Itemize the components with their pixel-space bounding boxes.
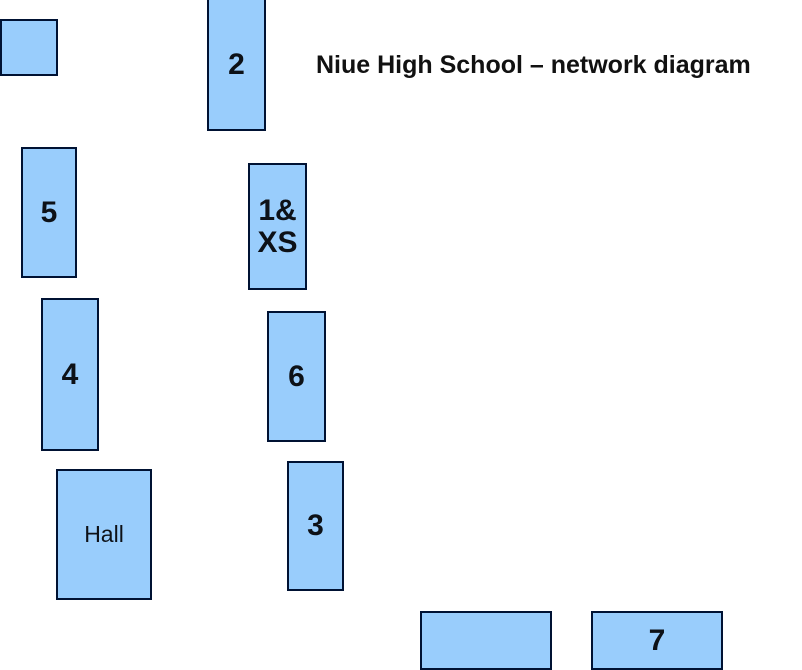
node-1-xs-label: 1& XS xyxy=(257,194,298,259)
node-3[interactable]: 3 xyxy=(287,461,344,591)
node-6-label: 6 xyxy=(288,359,305,393)
diagram-title: Niue High School – network diagram xyxy=(316,51,751,79)
node-2[interactable]: 2 xyxy=(207,0,266,131)
node-5-label: 5 xyxy=(40,195,58,229)
node-hall[interactable]: Hall xyxy=(56,469,152,600)
node-7[interactable]: 7 xyxy=(591,611,723,670)
node-unlabeled-top-left[interactable] xyxy=(0,19,58,76)
node-2-label: 2 xyxy=(228,47,245,81)
node-4[interactable]: 4 xyxy=(41,298,99,451)
node-4-label: 4 xyxy=(61,357,79,391)
node-7-label: 7 xyxy=(648,623,666,657)
node-hall-label: Hall xyxy=(84,521,124,548)
node-1-xs[interactable]: 1& XS xyxy=(248,163,307,290)
node-unlabeled-bottom[interactable] xyxy=(420,611,552,670)
node-5[interactable]: 5 xyxy=(21,147,77,278)
node-6[interactable]: 6 xyxy=(267,311,326,442)
node-3-label: 3 xyxy=(307,509,324,543)
